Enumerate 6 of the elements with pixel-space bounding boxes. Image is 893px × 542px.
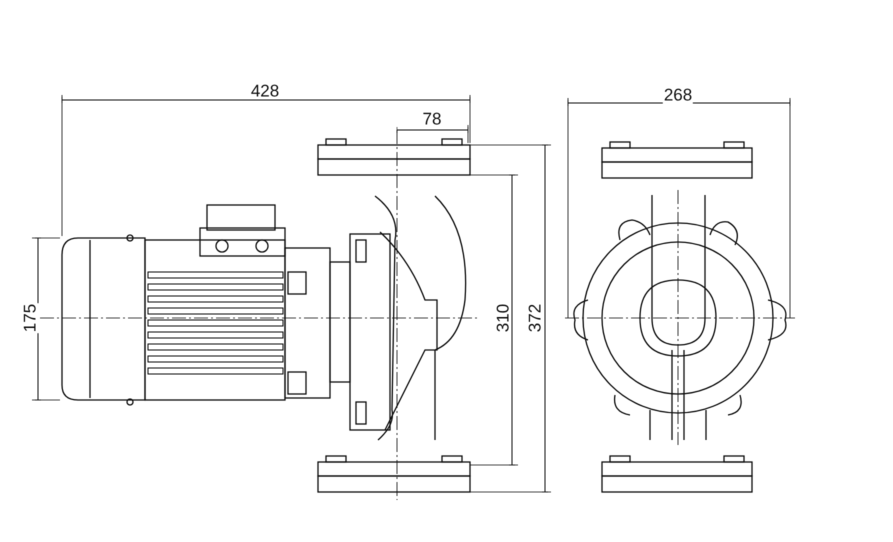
dimension-value: 175 xyxy=(22,302,38,334)
dimension-value: 310 xyxy=(494,302,512,334)
dimension-value: 428 xyxy=(250,82,280,100)
dimension-value: 78 xyxy=(422,110,442,128)
dimension-value: 268 xyxy=(662,86,694,104)
dimension-value: 372 xyxy=(526,302,544,334)
